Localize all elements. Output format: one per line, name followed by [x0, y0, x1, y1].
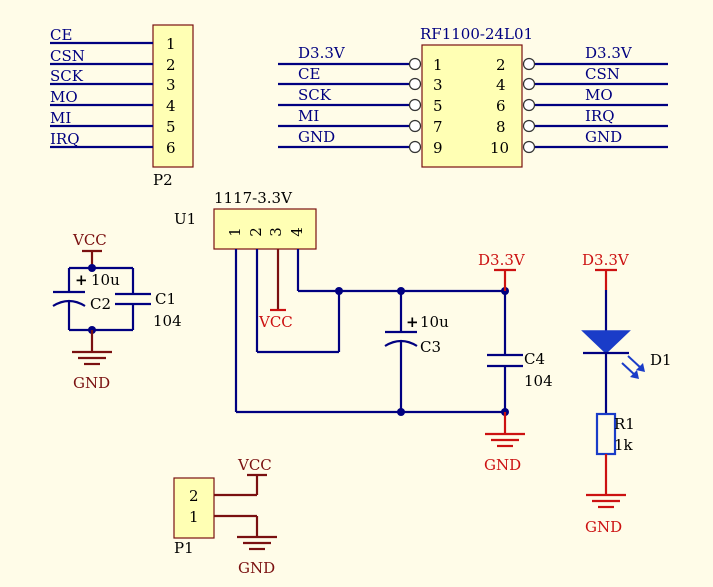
- rf-pin-9-circle: [408, 140, 422, 154]
- rf-pin-4-circle: [522, 77, 536, 91]
- c3-ref: C3: [420, 338, 441, 356]
- p2-net-csn: CSN: [50, 47, 85, 65]
- c1c2-gnd-label: GND: [73, 374, 110, 392]
- u1-pin-3: 3: [267, 227, 285, 237]
- c1-ref: C1: [155, 290, 176, 308]
- rf-pin-3: 3: [433, 76, 443, 94]
- c2-value: 10u: [91, 271, 120, 289]
- u1-designator: U1: [174, 210, 196, 228]
- p2-net-ce: CE: [50, 26, 72, 44]
- p2-pin-6: 6: [166, 139, 176, 157]
- p1-designator: P1: [174, 539, 194, 557]
- rf-pin-6: 6: [496, 97, 506, 115]
- rf-net-d33-right: D3.3V: [585, 44, 633, 62]
- rf-net-mi: MI: [298, 107, 319, 125]
- r1-ref: R1: [614, 415, 635, 433]
- led-d33-label: D3.3V: [582, 251, 630, 269]
- p2-pin-2: 2: [166, 56, 176, 74]
- r1-resistor-body: [595, 412, 617, 456]
- p2-pin-1: 1: [166, 35, 176, 53]
- led-resistor-branch: D3.3V D1 R1 1k GND: [581, 251, 672, 536]
- p2-net-mo: MO: [50, 88, 78, 106]
- c4-gnd-label: GND: [484, 456, 521, 474]
- rf-pin-7-circle: [408, 119, 422, 133]
- rf-pin-5-circle: [408, 98, 422, 112]
- p2-net-sck: SCK: [50, 67, 84, 85]
- led-gnd-label: GND: [585, 518, 622, 536]
- c4-capacitor: D3.3V C4 104 GND: [478, 251, 553, 474]
- u1-regulator: 1117-3.3V U1 1 2 3 4 VCC: [174, 189, 509, 416]
- p1-gnd-label: GND: [238, 559, 275, 577]
- c2-ref: C2: [90, 295, 111, 313]
- rf-pin-10-circle: [522, 140, 536, 154]
- rf-net-irq: IRQ: [585, 107, 615, 125]
- p2-designator: P2: [153, 171, 173, 189]
- u1-pin-1: 1: [226, 227, 244, 237]
- rf-net-mo: MO: [585, 86, 613, 104]
- c3-plus-mark: +: [406, 313, 419, 331]
- c4-ref: C4: [524, 350, 545, 368]
- p2-net-mi: MI: [50, 109, 71, 127]
- c1c2-vcc-label: VCC: [72, 231, 107, 249]
- rf-pin-1-circle: [408, 57, 422, 71]
- u1-vcc-label: VCC: [258, 313, 293, 331]
- rf-pin-2: 2: [496, 56, 506, 74]
- rf-body: [421, 44, 523, 168]
- rf-net-ce: CE: [298, 65, 320, 83]
- p2-net-irq: IRQ: [50, 130, 80, 148]
- rf-pin-2-circle: [522, 57, 536, 71]
- p1-header: 2 1 P1 VCC GND: [173, 456, 277, 577]
- c3-capacitor: + 10u C3: [384, 291, 449, 412]
- rf-pin-6-circle: [522, 98, 536, 112]
- rf-module: RF1100-24L01 D3.3V CE SCK MI: [278, 25, 668, 168]
- rf-module-name: RF1100-24L01: [420, 25, 533, 43]
- rf-pin-8: 8: [496, 118, 506, 136]
- rf-net-gnd-left: GND: [298, 128, 335, 146]
- led-diode-icon: [581, 330, 631, 355]
- c4-value: 104: [524, 372, 553, 390]
- junction-dot: [335, 287, 343, 295]
- rf-pin-9: 9: [433, 139, 443, 157]
- p2-body: [152, 24, 194, 168]
- led-ref: D1: [650, 351, 672, 369]
- c4-d33-label: D3.3V: [478, 251, 526, 269]
- p1-vcc-label: VCC: [237, 456, 272, 474]
- c2-plus-mark: +: [75, 271, 88, 289]
- u1-body: [213, 208, 317, 250]
- p2-pin-4: 4: [166, 97, 176, 115]
- p1-body: [173, 477, 215, 539]
- c1-c2-capacitors: VCC + 10u C2 C1 104 GND: [52, 231, 182, 392]
- p2-pin-5: 5: [166, 118, 176, 136]
- rf-pin-1: 1: [433, 56, 443, 74]
- rf-pin-10: 10: [490, 139, 509, 157]
- rf-pin-4: 4: [496, 76, 506, 94]
- u1-pin-2: 2: [247, 227, 265, 237]
- rf-pin-8-circle: [522, 119, 536, 133]
- c3-value: 10u: [420, 313, 449, 331]
- rf-pin-5: 5: [433, 97, 443, 115]
- rf-net-sck: SCK: [298, 86, 332, 104]
- rf-net-csn: CSN: [585, 65, 620, 83]
- u1-pin-4: 4: [288, 227, 306, 237]
- p2-header: CE CSN SCK MO MI IRQ 1 2 3 4 5 6 P2: [50, 24, 194, 189]
- p1-pin-2: 2: [189, 487, 199, 505]
- rf-net-gnd-right: GND: [585, 128, 622, 146]
- rf-pin-3-circle: [408, 77, 422, 91]
- r1-value: 1k: [614, 436, 634, 454]
- rf-net-d33-left: D3.3V: [298, 44, 346, 62]
- rf-pin-7: 7: [433, 118, 443, 136]
- p1-pin-1: 1: [189, 508, 199, 526]
- c1-value: 104: [153, 312, 182, 330]
- junction-dot: [88, 264, 96, 272]
- p2-pin-3: 3: [166, 76, 176, 94]
- u1-part: 1117-3.3V: [214, 189, 293, 207]
